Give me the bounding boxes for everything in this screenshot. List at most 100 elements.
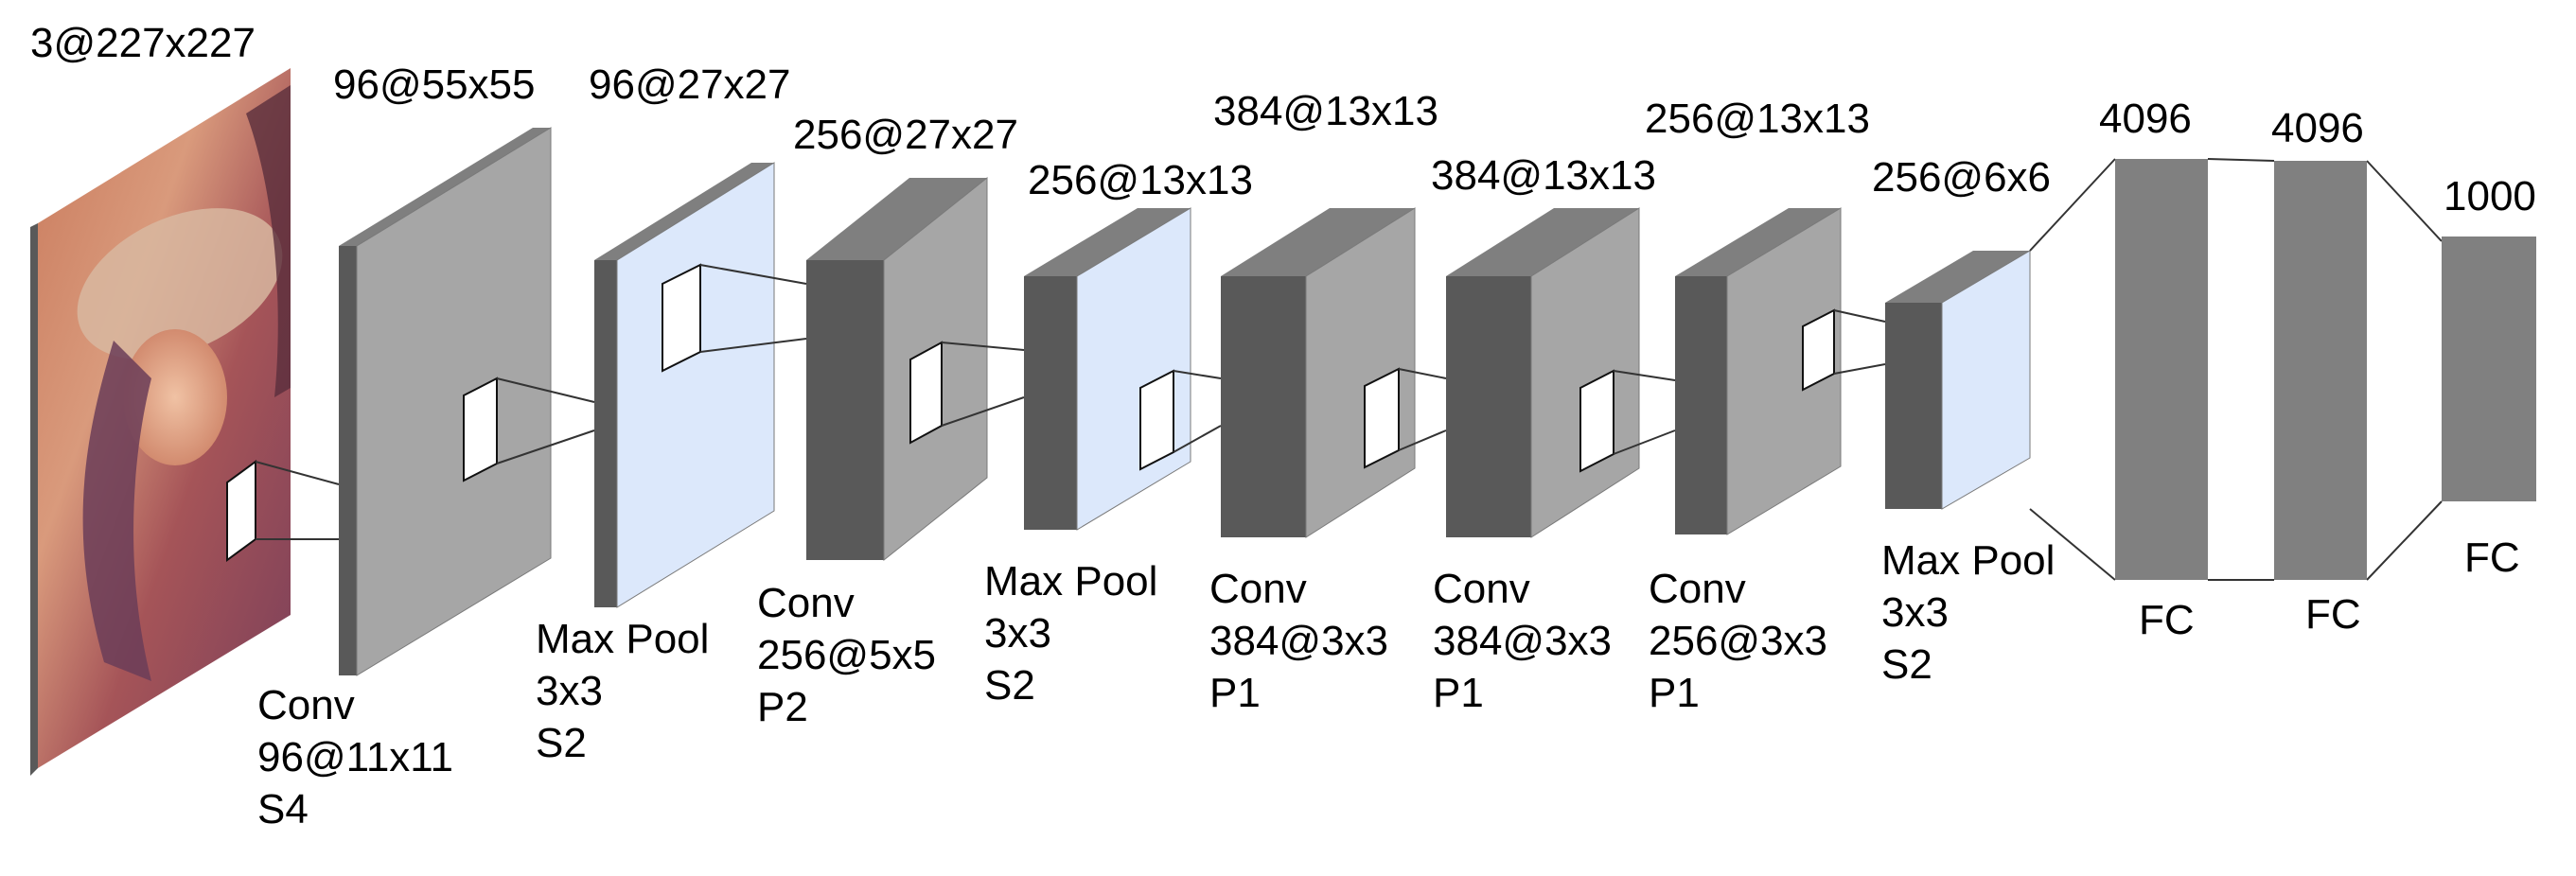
connector-conv5-pool3-top	[1833, 309, 1886, 323]
pool2-op-line-2: 3x3	[984, 610, 1051, 657]
conv3-op-label: Conv 384@3x3 P1	[1209, 563, 1388, 719]
pool2-top-face	[1024, 208, 1191, 276]
input-image-edge	[30, 223, 38, 776]
conv4-top-face	[1446, 208, 1639, 276]
input-image-hat	[77, 208, 283, 359]
conv2-window	[909, 341, 943, 445]
fc1-size-label: 4096	[2099, 96, 2192, 142]
conv5-op-label: Conv 256@3x3 P1	[1649, 563, 1827, 719]
pool2-side-face	[1024, 276, 1077, 530]
pool2-op-label: Max Pool 3x3 S2	[984, 555, 1157, 711]
conv5-op-line-2: 256@3x3	[1649, 618, 1828, 664]
pool1-dims-label: 96@27x27	[589, 61, 791, 108]
pool1-op-line-3: S2	[536, 720, 587, 766]
conv2-op-line-2: 256@5x5	[757, 632, 937, 678]
input-image-hair	[82, 341, 151, 681]
pool2-dims-label: 256@13x13	[1028, 157, 1253, 203]
pool3-dims-label: 256@6x6	[1872, 154, 2052, 201]
connector-input-conv1-top	[255, 461, 340, 485]
pool1-op-line-2: 3x3	[536, 668, 603, 714]
pool3-top-face	[1885, 251, 2030, 303]
fc2-type-label: FC	[2305, 591, 2361, 638]
input-dims-label: 3@227x227	[30, 20, 256, 66]
connector-conv3-conv4-top	[1398, 368, 1447, 379]
connector-conv1-pool1-bottom	[496, 429, 595, 464]
pool1-op-line-1: Max Pool	[536, 616, 710, 662]
fc2-bar	[2274, 161, 2367, 580]
conv2-side-face	[806, 260, 884, 560]
connector-fc1-fc2-top	[2207, 158, 2275, 162]
pool3-op-line-2: 3x3	[1881, 589, 1949, 636]
fc1-bar	[2115, 159, 2208, 580]
conv3-op-line-1: Conv	[1209, 566, 1307, 612]
pool1-window	[662, 263, 701, 373]
conv2-dims-label: 256@27x27	[793, 112, 1018, 158]
conv1-op-line-2: 96@11x11	[257, 734, 453, 780]
pool2-op-line-1: Max Pool	[984, 558, 1158, 604]
conv1-side-face	[339, 246, 357, 675]
pool3-main-face	[1941, 250, 2031, 510]
connector-conv4-conv5-bottom	[1613, 429, 1676, 455]
conv1-op-line-1: Conv	[257, 682, 355, 728]
connector-conv3-conv4-bottom	[1398, 429, 1447, 451]
pool3-op-line-1: Max Pool	[1881, 537, 2056, 584]
conv3-side-face	[1221, 276, 1306, 537]
conv1-window	[463, 377, 498, 482]
conv4-op-line-3: P1	[1433, 670, 1484, 716]
fc3-bar	[2442, 237, 2536, 501]
conv4-op-label: Conv 384@3x3 P1	[1433, 563, 1612, 719]
pool3-op-line-3: S2	[1881, 641, 1932, 688]
conv4-op-line-1: Conv	[1433, 566, 1530, 612]
conv1-op-line-3: S4	[257, 786, 309, 832]
pool1-op-label: Max Pool 3x3 S2	[536, 613, 709, 769]
conv5-top-face	[1675, 208, 1841, 276]
connector-conv2-pool2-top	[941, 342, 1025, 351]
connector-pool3-fc1-top	[2029, 158, 2116, 252]
conv1-top-face	[339, 128, 551, 246]
conv5-main-face	[1726, 207, 1842, 535]
conv3-dims-label: 384@13x13	[1213, 88, 1438, 134]
fc2-size-label: 4096	[2271, 105, 2364, 151]
connector-conv2-pool2-bottom	[941, 396, 1025, 427]
conv1-dims-label: 96@55x55	[333, 61, 536, 108]
connector-pool1-conv2-bottom	[699, 338, 807, 353]
conv2-op-line-1: Conv	[757, 580, 855, 626]
conv4-window	[1579, 369, 1614, 473]
pool2-window	[1139, 369, 1174, 471]
conv1-main-face	[356, 127, 552, 676]
fc3-size-label: 1000	[2444, 173, 2536, 219]
conv1-op-label: Conv 96@11x11 S4	[257, 679, 453, 835]
connector-pool1-conv2-top	[699, 264, 807, 285]
conv2-top-face	[806, 178, 987, 260]
conv5-op-line-3: P1	[1649, 670, 1700, 716]
pool3-op-label: Max Pool 3x3 S2	[1881, 534, 2055, 691]
connector-pool2-conv3-bottom	[1173, 425, 1222, 453]
conv3-op-line-2: 384@3x3	[1209, 618, 1389, 664]
connector-fc2-fc3-bottom	[2366, 500, 2443, 581]
fc1-type-label: FC	[2139, 597, 2195, 643]
conv5-dims-label: 256@13x13	[1645, 96, 1870, 142]
conv5-side-face	[1675, 276, 1727, 534]
connector-conv1-pool1-top	[496, 377, 595, 403]
connector-pool3-fc1-bottom	[2029, 508, 2116, 581]
pool1-top-face	[594, 163, 774, 260]
conv2-op-line-3: P2	[757, 684, 808, 730]
conv3-window	[1364, 367, 1400, 469]
pool2-op-line-3: S2	[984, 662, 1035, 709]
pool3-side-face	[1885, 303, 1942, 509]
conv2-op-label: Conv 256@5x5 P2	[757, 577, 936, 733]
conv4-op-line-2: 384@3x3	[1433, 618, 1613, 664]
pool1-side-face	[594, 260, 617, 607]
pool1-main-face	[616, 162, 775, 608]
connector-pool2-conv3-top	[1173, 370, 1222, 379]
connector-fc2-fc3-top	[2366, 160, 2443, 242]
conv4-dims-label: 384@13x13	[1431, 152, 1656, 199]
conv5-op-line-1: Conv	[1649, 566, 1746, 612]
conv4-side-face	[1446, 276, 1531, 537]
fc3-type-label: FC	[2464, 534, 2520, 581]
connector-conv4-conv5-top	[1613, 370, 1676, 381]
input-image-face	[123, 329, 227, 465]
conv3-top-face	[1221, 208, 1415, 276]
